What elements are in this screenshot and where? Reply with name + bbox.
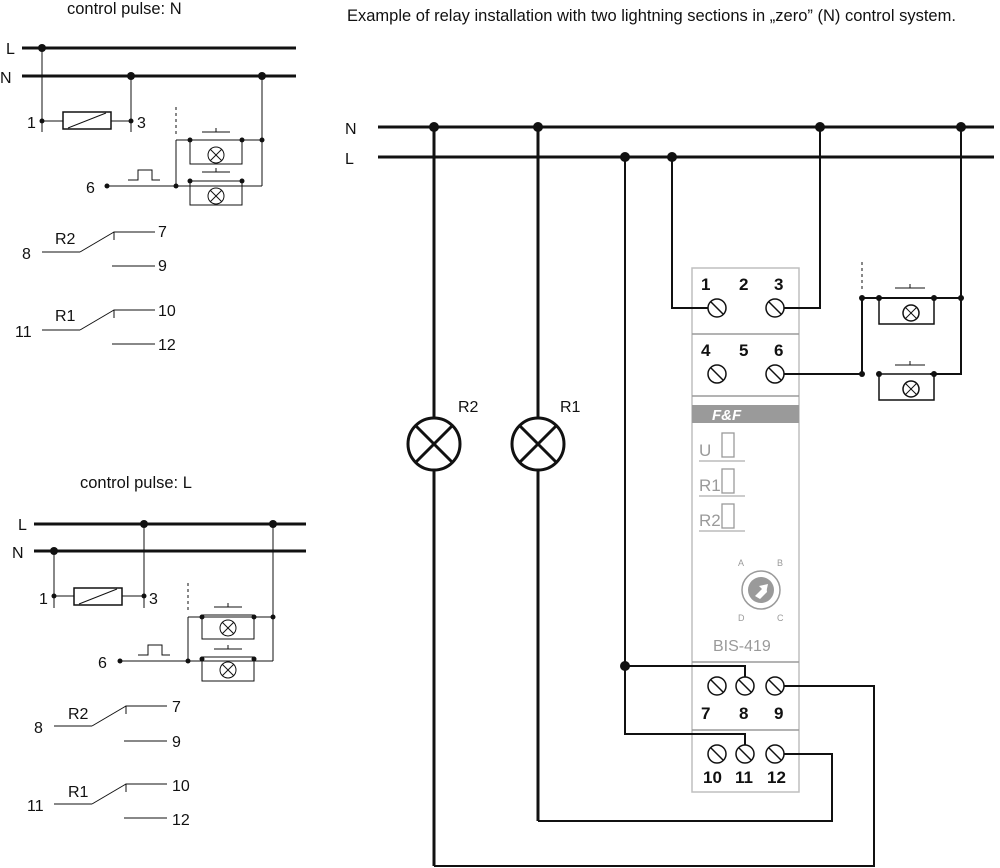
r1-terminal-10: 10: [158, 303, 176, 320]
terminal-3: 3: [137, 115, 146, 132]
schematic-control-pulse-n: control pulse: N L N 1 3: [0, 0, 296, 354]
label-line-l: L: [6, 41, 15, 58]
knob-c: C: [777, 613, 784, 623]
dev-t10: 10: [703, 768, 722, 787]
knob-b: B: [777, 558, 783, 568]
main-label-n: N: [345, 121, 357, 138]
page-heading: Example of relay installation with two l…: [347, 7, 956, 25]
label-line-l-2: L: [18, 517, 27, 534]
led-r1-label: R1: [699, 476, 721, 495]
r2-terminal-7-b: 7: [172, 699, 181, 716]
r1-terminal-12-b: 12: [172, 812, 190, 829]
knob-a: A: [738, 558, 744, 568]
caption-control-pulse-l: control pulse: L: [80, 474, 192, 492]
dev-t9: 9: [774, 704, 783, 723]
r1-terminal-11: 11: [15, 324, 32, 341]
r2-label-b: R2: [68, 706, 89, 723]
terminal-1: 1: [27, 115, 36, 132]
label-line-n: N: [0, 70, 12, 87]
terminal-3-b: 3: [149, 591, 158, 608]
r1-terminal-10-b: 10: [172, 778, 190, 795]
dev-t8: 8: [739, 704, 748, 723]
dev-t3: 3: [774, 275, 783, 294]
r2-terminal-9: 9: [158, 258, 167, 275]
r1-label-b: R1: [68, 784, 89, 801]
terminal-6-b: 6: [98, 655, 107, 672]
dev-t7: 7: [701, 704, 710, 723]
dev-t11: 11: [735, 768, 753, 787]
device-model: BIS-419: [713, 638, 771, 655]
device-brand: F&F: [712, 407, 742, 424]
schematic-control-pulse-l: control pulse: L L N 1 3: [12, 474, 306, 829]
lamp-r2-label: R2: [458, 399, 479, 416]
r2-terminal-7: 7: [158, 224, 167, 241]
r1-label: R1: [55, 308, 76, 325]
installation-diagram: N L R2 R1 F&F 1 2 3 4 5 6: [345, 121, 994, 867]
dev-t4: 4: [701, 341, 711, 360]
dev-t2: 2: [739, 275, 748, 294]
r2-terminal-8: 8: [22, 246, 31, 263]
r1-terminal-12: 12: [158, 337, 176, 354]
led-u-label: U: [699, 441, 711, 460]
terminal-6: 6: [86, 180, 95, 197]
r2-terminal-9-b: 9: [172, 734, 181, 751]
dev-t1: 1: [701, 275, 710, 294]
dev-t5: 5: [739, 341, 748, 360]
r2-terminal-8-b: 8: [34, 720, 43, 737]
led-r2-label: R2: [699, 511, 721, 530]
r2-label: R2: [55, 231, 76, 248]
main-label-l: L: [345, 151, 354, 168]
lamp-r1-label: R1: [560, 399, 581, 416]
terminal-1-b: 1: [39, 591, 48, 608]
caption-control-pulse-n: control pulse: N: [67, 0, 182, 18]
label-line-n-2: N: [12, 545, 24, 562]
dev-t6: 6: [774, 341, 783, 360]
knob-d: D: [738, 613, 745, 623]
dev-t12: 12: [767, 768, 786, 787]
r1-terminal-11-b: 11: [27, 798, 44, 815]
